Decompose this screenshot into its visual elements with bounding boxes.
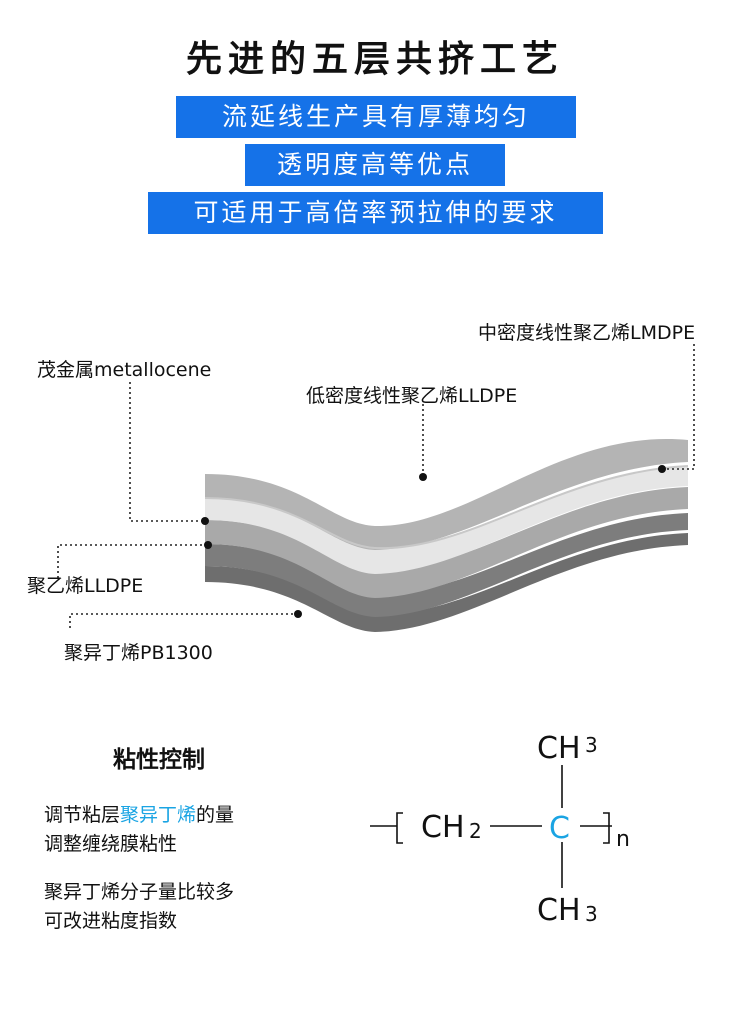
p1-highlight: 聚异丁烯 [120, 804, 197, 826]
formula-bottom-sub: 3 [585, 902, 598, 926]
label-metallocene: 茂金属metallocene [37, 359, 212, 381]
p1-text-post: 的量 [196, 804, 235, 826]
label-lldpe: 聚乙烯LLDPE [27, 575, 144, 597]
p1-text-pre: 调节粘层 [44, 804, 121, 826]
dot-lmdpe [658, 465, 666, 473]
label-lmdpe: 中密度线性聚乙烯LMDPE [478, 322, 696, 344]
formula-n: n [616, 827, 630, 852]
p1-line2: 调整缠绕膜粘性 [44, 833, 178, 855]
dot-pb [294, 610, 302, 618]
p2-line2: 可改进粘度指数 [44, 910, 178, 932]
viscosity-paragraph-2: 聚异丁烯分子量比较多 可改进粘度指数 [44, 878, 234, 936]
film-layer-3 [205, 487, 688, 598]
film-layer-5 [205, 533, 688, 632]
layer-diagram [57, 344, 695, 632]
formula-top-ch: CH [537, 731, 581, 766]
polyisobutylene-formula: CH 3 CH 2 C n CH 3 [370, 731, 630, 928]
dot-lldpe-low [419, 473, 427, 481]
p2-line1: 聚异丁烯分子量比较多 [44, 881, 235, 903]
viscosity-heading: 粘性控制 [113, 747, 205, 773]
feature-banner-3: 可适用于高倍率预拉伸的要求 [148, 192, 603, 234]
label-pb: 聚异丁烯PB1300 [64, 642, 213, 664]
label-lldpe-low: 低密度线性聚乙烯LLDPE [306, 385, 518, 407]
feature-banner-1: 流延线生产具有厚薄均匀 [176, 96, 576, 138]
page-title: 先进的五层共挤工艺 [185, 39, 564, 80]
formula-ch2: CH [421, 810, 465, 845]
dot-lldpe [204, 541, 212, 549]
formula-center-c: C [549, 811, 570, 846]
viscosity-paragraph-1: 调节粘层聚异丁烯的量 调整缠绕膜粘性 [44, 801, 234, 859]
feature-banner-2: 透明度高等优点 [245, 144, 505, 186]
dot-metallocene [201, 517, 209, 525]
film-layer-4 [205, 513, 688, 617]
formula-ch2-sub: 2 [469, 819, 482, 843]
formula-bottom-ch: CH [537, 893, 581, 928]
film-layer-1 [205, 439, 688, 550]
formula-top-sub: 3 [585, 733, 598, 757]
